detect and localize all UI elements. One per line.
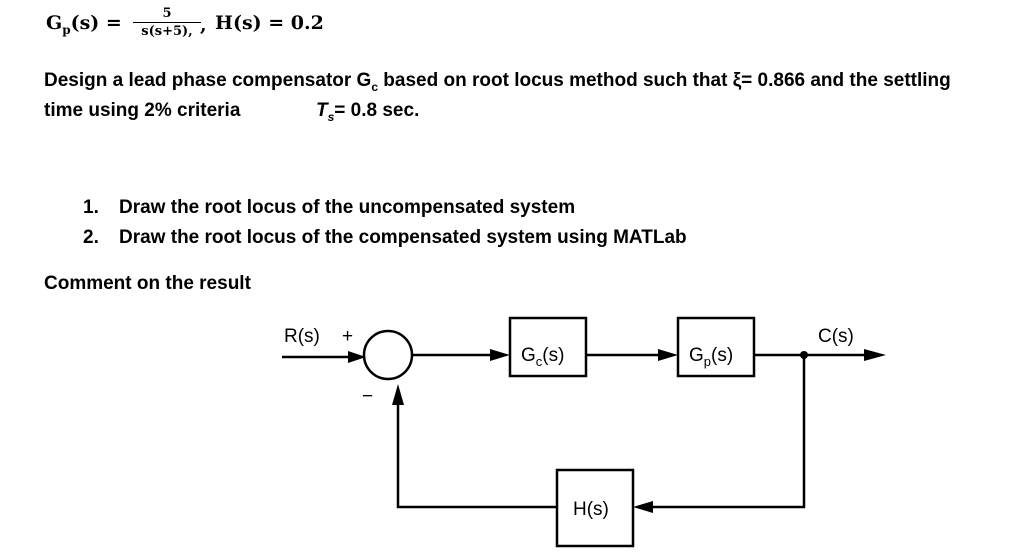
h-input-arrow [633,501,653,513]
gc-input-arrow [490,349,510,361]
input-arrow [348,351,366,363]
feedback-path-right [652,355,806,509]
fraction-bar [133,22,201,23]
minus-sign: − [362,386,373,407]
design-statement-line1: Design a lead phase compensator Gc based… [44,70,951,94]
gp-input-arrow [658,349,678,361]
gp-numerator: 5 [162,6,172,21]
h-equation: H(s) = 0.2 [215,12,324,34]
h-block [555,468,635,548]
equation-comma: , [200,14,207,36]
input-label: R(s) [284,326,320,347]
gc-block [508,316,588,378]
h-label: H(s) [573,499,609,520]
settling-time: Ts= 0.8 sec. [316,100,420,124]
summing-junction [362,329,414,381]
list-item: 2.Draw the root locus of the compensated… [83,227,687,248]
gp-denominator: s(s+5), [141,24,193,39]
comment-line: Comment on the result [44,273,251,294]
gp-block [676,316,756,378]
output-arrow [864,349,886,361]
design-statement-line2: time using 2% criteria [44,100,241,121]
output-label: C(s) [818,326,854,347]
gp-fraction: 5 s(s+5), [133,6,201,39]
feedback-path-left [396,404,557,509]
gp-symbol: G [46,12,63,34]
feedback-arrow [392,384,404,405]
plus-sign: + [342,326,353,347]
gp-argument: (s) = [70,12,122,34]
gc-label: Gc(s) [521,345,564,369]
gp-equation-lhs: Gp(s) = [46,12,122,37]
takeoff-point [800,351,808,359]
list-item: 1.Draw the root locus of the uncompensat… [83,197,576,218]
gp-subscript: p [62,22,71,37]
gp-label: Gp(s) [689,345,733,369]
